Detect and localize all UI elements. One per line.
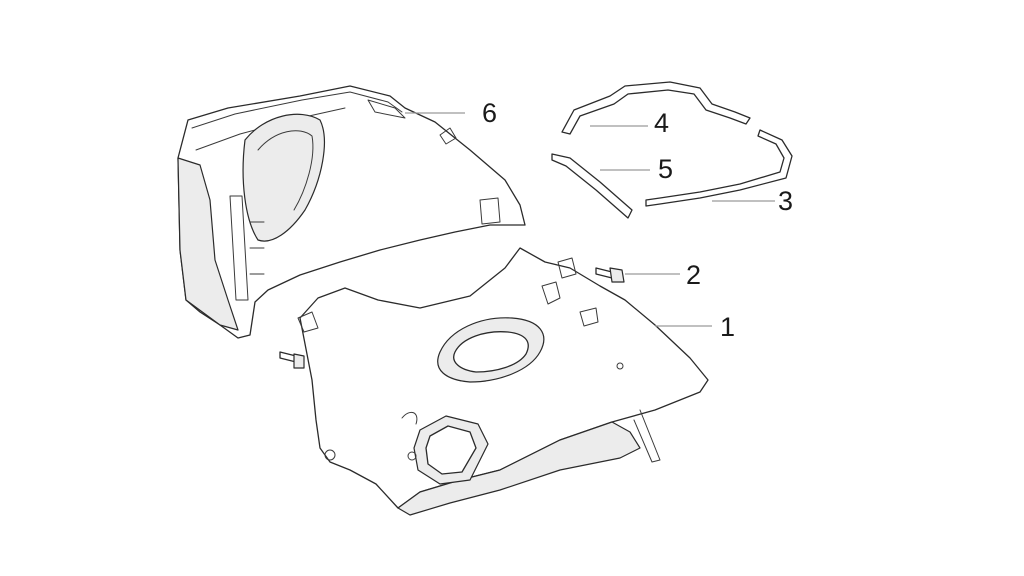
- seal-strip-lower-part: [645, 129, 793, 207]
- lower-cover-part: [297, 247, 709, 516]
- callout-6: 6: [482, 98, 497, 128]
- upper-cover-part: [177, 85, 526, 339]
- callout-3: 3: [778, 186, 793, 216]
- seal-strip-short-part: [551, 153, 633, 219]
- callout-2: 2: [686, 260, 701, 290]
- callout-4: 4: [654, 108, 669, 138]
- callout-1: 1: [720, 312, 735, 342]
- callout-5: 5: [658, 154, 673, 184]
- screw-left-part: [279, 351, 305, 369]
- seal-strip-upper-part: [561, 81, 751, 135]
- screw-right-part: [595, 267, 625, 283]
